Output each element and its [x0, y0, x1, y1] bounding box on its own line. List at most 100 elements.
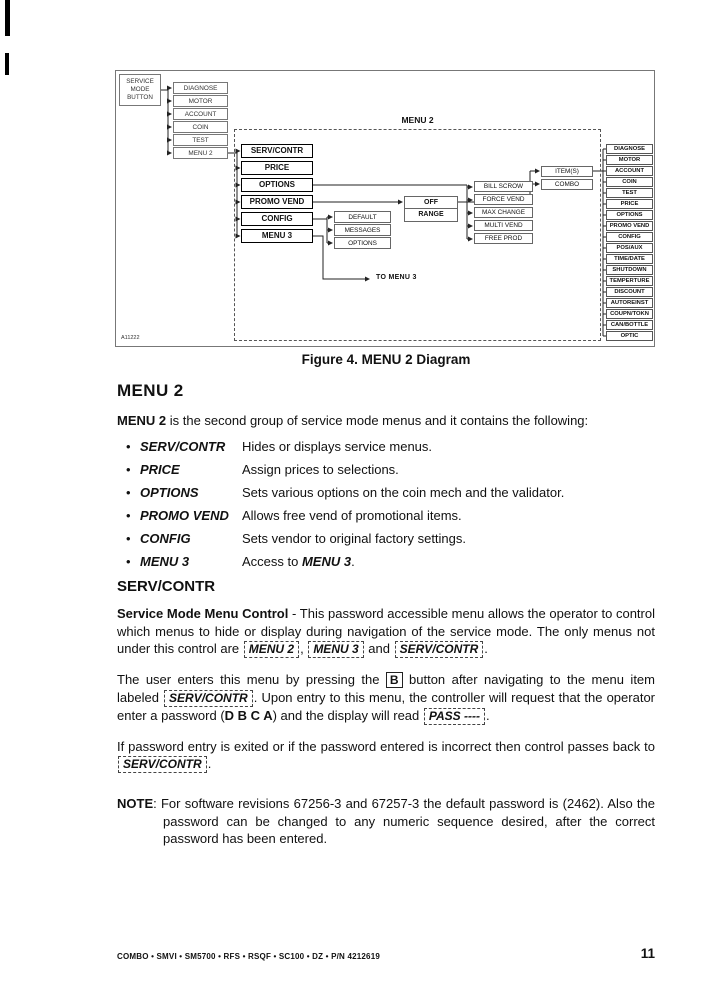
menu-ref-box: MENU 3: [308, 641, 364, 658]
text-segment: The user enters this menu by pressing th…: [117, 672, 386, 687]
text-segment: Hides or displays service menus.: [242, 439, 433, 454]
diagram-box: MOTOR: [173, 95, 228, 107]
diagram-box: CAN/BOTTLE: [606, 320, 653, 330]
diagram-box: BILL SCROW: [474, 181, 533, 192]
bullet-item: • SERV/CONTR Hides or displays service m…: [117, 438, 655, 455]
servcontr-paragraph-2: The user enters this menu by pressing th…: [117, 671, 655, 725]
menu2-diagram-label: MENU 2: [401, 115, 434, 125]
figure-caption: Figure 4. MENU 2 Diagram: [301, 352, 471, 367]
text-segment: ) and the display will read: [272, 707, 423, 723]
key-button-box: B: [385, 672, 403, 688]
menu-ref-box: PASS ----: [423, 707, 485, 725]
bullet-icon: •: [126, 439, 131, 454]
note-paragraph: NOTE: For software revisions 67256-3 and…: [117, 795, 655, 848]
text-segment: MENU 3: [301, 554, 352, 569]
diagram-box: COUPN/TOKN: [606, 309, 653, 319]
text-segment: button after navigating to the menu item…: [117, 672, 655, 705]
diagram-box: COMBO: [541, 179, 593, 190]
text-segment: and: [364, 641, 394, 656]
diagram-box: TEMPERTURE: [606, 276, 653, 286]
text-segment: MENU 2: [117, 413, 167, 428]
menu2-intro: MENU 2 is the second group of service mo…: [117, 412, 655, 429]
text-segment: .: [486, 707, 490, 723]
menu-description: Access to MENU 3.: [242, 553, 655, 570]
text-segment: D B C A: [224, 707, 273, 723]
bullet-icon: •: [126, 508, 131, 523]
bullet-item: • MENU 3 Access to MENU 3.: [117, 553, 655, 570]
diagram-box: MAX CHANGE: [474, 207, 533, 218]
scan-artifact: [5, 0, 10, 36]
diagram-box: SERV/CONTR: [241, 144, 313, 158]
bullet-item: • CONFIG Sets vendor to original factory…: [117, 530, 655, 547]
diagram-box: MULTI VEND: [474, 220, 533, 231]
diagram-box: ITEM(S): [541, 166, 593, 177]
diagram-box: OPTIONS: [606, 210, 653, 220]
text-segment: .: [484, 641, 488, 656]
menu-description: Assign prices to selections.: [242, 461, 655, 478]
text-segment: Allows free vend of promotional items.: [242, 508, 462, 523]
diagram-box: PROMO VEND: [241, 195, 313, 209]
diagram-box: DIAGNOSE: [606, 144, 653, 154]
menu-description: Sets various options on the coin mech an…: [242, 484, 655, 501]
bullet-item: • PROMO VEND Allows free vend of promoti…: [117, 507, 655, 524]
page-number: 11: [640, 946, 655, 961]
text-segment: is the second group of service mode menu…: [166, 413, 589, 428]
figure-id-label: A11222: [121, 335, 140, 341]
diagram-box: PRICE: [606, 199, 653, 209]
servcontr-heading: SERV/CONTR: [117, 578, 216, 595]
diagram-box: MESSAGES: [334, 224, 391, 236]
diagram-box: COIN: [173, 121, 228, 133]
text-segment: Service Mode Menu Control: [117, 606, 289, 621]
document-body: Figure 4. MENU 2 Diagram MENU 2 MENU 2 i…: [117, 352, 655, 861]
menu-ref-box: SERV/CONTR: [164, 689, 253, 707]
diagram-box: DIAGNOSE: [173, 82, 228, 94]
diagram-box: FORCE VEND: [474, 194, 533, 205]
bullet-icon: •: [126, 531, 131, 546]
diagram-box: RANGE: [404, 209, 458, 222]
menu-description: Sets vendor to original factory settings…: [242, 530, 655, 547]
options-submenu-stack: BILL SCROW FORCE VEND MAX CHANGE MULTI VEND…: [474, 181, 533, 244]
menu-name: PROMO VEND: [140, 508, 229, 523]
text-segment: Sets vendor to original factory settings…: [242, 531, 467, 546]
bullet-icon: •: [126, 462, 131, 477]
diagram-box: POS/AUX: [606, 243, 653, 253]
diagram-box: CONFIG: [241, 212, 313, 226]
diagram-box: TEST: [173, 134, 228, 146]
diagram-box: ACCOUNT: [606, 166, 653, 176]
text-segment: Access to: [242, 554, 302, 569]
text-segment: Assign prices to selections.: [242, 462, 399, 477]
diagram-box: OPTIC: [606, 331, 653, 341]
diagram-box: TEST: [606, 188, 653, 198]
text-segment: .: [207, 756, 212, 771]
menu-name: SERV/CONTR: [140, 439, 226, 454]
menu-name: CONFIG: [140, 531, 191, 546]
text-segment: ,: [300, 641, 308, 656]
text-segment: NOTE: [117, 796, 154, 811]
servcontr-paragraph-3: If password entry is exited or if the pa…: [117, 738, 655, 773]
diagram-box: DEFAULT: [334, 211, 391, 223]
service-mode-button-box: SERVICE MODE BUTTON: [119, 74, 161, 106]
diagram-box: OPTIONS: [241, 178, 313, 192]
menu-name: OPTIONS: [140, 485, 199, 500]
diagram-box: OFF: [404, 196, 458, 209]
text-segment: If password entry is exited or if the pa…: [117, 738, 655, 754]
diagram-box: MENU 2: [173, 147, 228, 159]
menu-name: MENU 3: [140, 554, 190, 569]
text-segment: .: [351, 554, 355, 569]
diagram-box: DISCOUNT: [606, 287, 653, 297]
diagram-box: PROMO VEND: [606, 221, 653, 231]
bullet-item: • OPTIONS Sets various options on the co…: [117, 484, 655, 501]
diagram-box: PRICE: [241, 161, 313, 175]
diagram-box: MOTOR: [606, 155, 653, 165]
menu-description: Hides or displays service menus.: [242, 438, 655, 455]
text-segment: : For software revisions 67256-3 and 672…: [153, 796, 655, 846]
footer-models: COMBO • SMVI • SM5700 • RFS • RSQF • SC1…: [117, 952, 380, 961]
diagram-box: TIME/DATE: [606, 254, 653, 264]
